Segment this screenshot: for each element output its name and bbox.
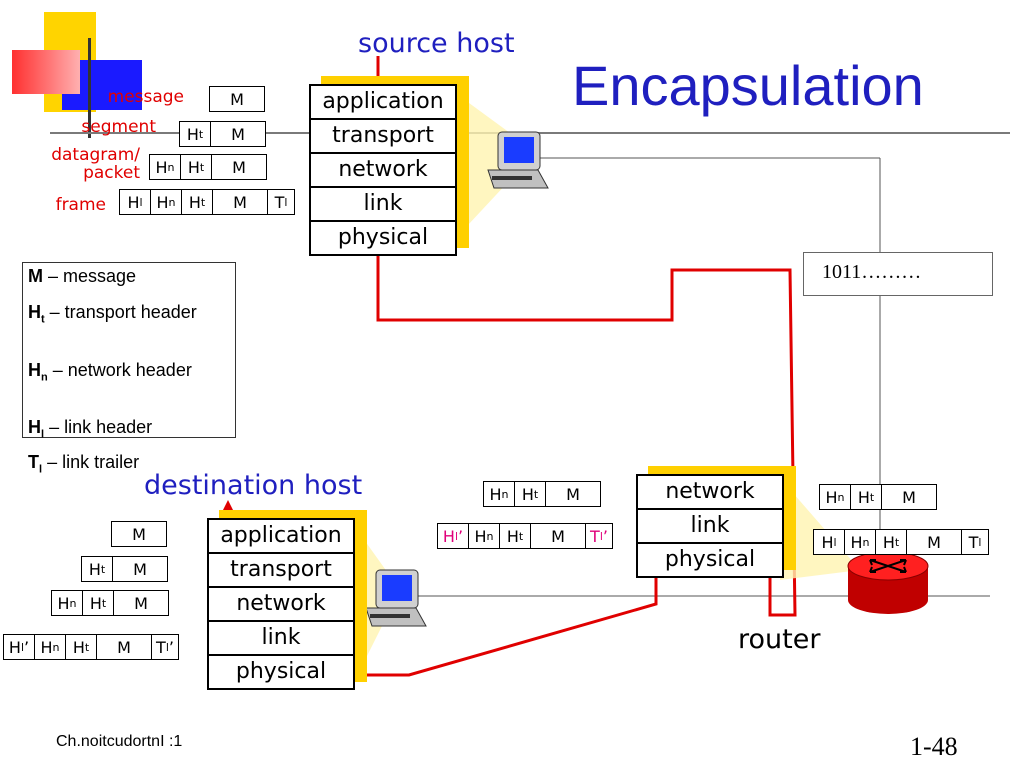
router-label: router: [738, 624, 821, 655]
legend-item-message: M – message: [28, 266, 137, 286]
router-icon: [847, 551, 929, 614]
layer-physical: physical: [664, 547, 756, 572]
layer-physical: physical: [337, 225, 429, 250]
message-label: message: [107, 87, 184, 107]
data-path: [226, 56, 797, 677]
legend-box: [22, 262, 236, 438]
frame-label: frame: [55, 195, 106, 215]
payload-cell: M: [96, 634, 152, 660]
destination-host-label: destination host: [144, 470, 363, 501]
payload-cell: M: [530, 523, 586, 549]
layer-application: application: [311, 86, 455, 120]
legend-item-transport-header: Ht – transport header: [28, 302, 197, 326]
payload-cell: M: [881, 484, 937, 510]
payload-cell: M: [210, 121, 266, 147]
legend-item-link-header: Hl – link header: [28, 417, 153, 441]
corner-decoration-line: [88, 38, 91, 138]
payload-cell: M: [906, 529, 962, 555]
destination-protocol-stack: application transport network link physi…: [207, 518, 355, 690]
layer-network: network: [638, 476, 782, 510]
source-host-label: source host: [358, 28, 515, 59]
payload-cell: M: [212, 189, 268, 215]
destination-computer-icon: [365, 569, 427, 627]
layer-network: network: [311, 154, 455, 188]
payload-cell: M: [209, 86, 265, 112]
payload-cell: M: [545, 481, 601, 507]
corner-decoration-red: [12, 50, 80, 94]
datagram-label: datagram/ packet: [51, 145, 140, 183]
layer-link: link: [311, 188, 455, 222]
layer-physical: physical: [235, 659, 327, 684]
page-number: 1-48: [910, 732, 958, 761]
source-computer-icon: [487, 131, 549, 189]
layer-link: link: [638, 510, 782, 544]
source-highlight: [454, 92, 536, 240]
footer-chapter: Ch.noitcudortnI :1: [56, 733, 183, 750]
payload-cell: M: [113, 590, 169, 616]
source-protocol-stack: application transport network link physi…: [309, 84, 457, 256]
bitstream-box: 1011………: [803, 252, 993, 296]
payload-cell: M: [211, 154, 267, 180]
legend-item-network-header: Hn – network header: [28, 360, 192, 384]
layer-network: network: [209, 588, 353, 622]
layer-link: link: [209, 622, 353, 656]
slide-title: Encapsulation: [572, 54, 924, 117]
path-arrow: [222, 500, 234, 512]
layer-transport: transport: [311, 120, 455, 154]
legend-item-link-trailer: Tl – link trailer: [28, 452, 140, 476]
layer-application: application: [209, 520, 353, 554]
destination-highlight: [350, 520, 400, 690]
segment-label: segment: [81, 117, 156, 137]
layer-transport: transport: [209, 554, 353, 588]
payload-cell: M: [112, 556, 168, 582]
payload-cell: M: [111, 521, 167, 547]
router-protocol-stack: network link physical: [636, 474, 784, 578]
packet-message: M: [209, 86, 265, 112]
dest-message: M: [111, 521, 167, 547]
